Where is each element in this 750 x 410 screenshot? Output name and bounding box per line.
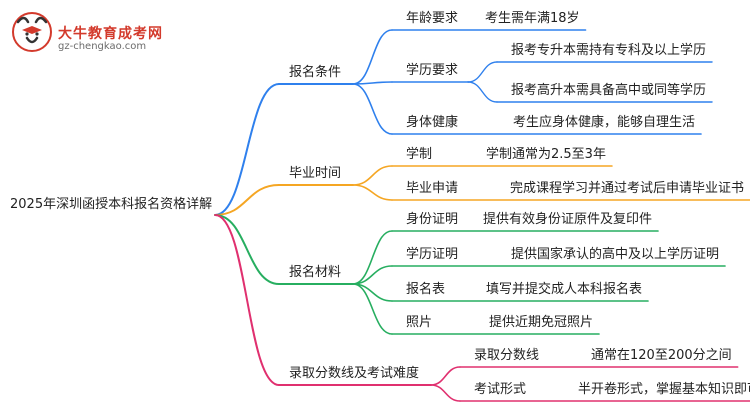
detail-2-3-0: 提供近期免冠照片: [489, 315, 594, 330]
connector-item-0-0: [352, 29, 393, 85]
item-label-0-2: 身体健康: [406, 115, 459, 130]
connector-item-0-1: [352, 81, 393, 85]
branch-label-3: 录取分数线及考试难度: [289, 366, 420, 381]
connector-item-2-3: [352, 283, 393, 335]
detail-3-0-0: 通常在120至200分之间: [591, 348, 732, 363]
detail-0-2-0: 考生应身体健康，能够自理生活: [513, 115, 696, 130]
connector-root-1: [214, 184, 280, 216]
connector-detail-0-1-1: [467, 81, 498, 103]
detail-1-1-0: 完成课程学习并通过考试后申请毕业证书: [510, 181, 745, 196]
detail-0-1-0: 报考专升本需持有专科及以上学历: [511, 43, 707, 58]
item-label-2-2: 报名表: [406, 282, 446, 297]
connector-root-0: [214, 83, 280, 216]
detail-2-0-0: 提供有效身份证原件及复印件: [483, 212, 653, 227]
connector-item-3-0: [430, 366, 461, 386]
item-label-0-1: 学历要求: [406, 63, 459, 78]
item-label-1-0: 学制: [406, 147, 433, 162]
item-label-3-0: 录取分数线: [474, 348, 540, 363]
item-label-2-0: 身份证明: [406, 212, 459, 227]
connector-item-2-0: [352, 230, 393, 285]
detail-0-1-1: 报考高升本需具备高中或同等学历: [511, 83, 707, 98]
detail-3-1-0: 半开卷形式，掌握基本知识即可: [578, 382, 750, 397]
item-label-2-3: 照片: [406, 315, 433, 330]
connector-item-1-1: [352, 184, 393, 201]
connector-item-2-1: [352, 265, 393, 285]
detail-0-0-0: 考生需年满18岁: [485, 11, 580, 26]
root-topic: 2025年深圳函授本科报名资格详解: [10, 197, 213, 212]
logo: 大牛教育成考网 gz-chengkao.com: [10, 10, 185, 56]
item-label-2-1: 学历证明: [406, 247, 459, 262]
connector-item-3-1: [430, 384, 461, 402]
item-label-1-1: 毕业申请: [406, 181, 459, 196]
detail-1-0-0: 学制通常为2.5至3年: [486, 147, 606, 162]
branch-label-0: 报名条件: [289, 65, 342, 80]
connector-detail-0-1-0: [467, 61, 498, 83]
item-label-0-0: 年龄要求: [406, 11, 459, 26]
detail-2-2-0: 填写并提交成人本科报名表: [486, 282, 643, 297]
detail-2-1-0: 提供国家承认的高中及以上学历证明: [511, 247, 720, 262]
logo-title: 大牛教育成考网: [58, 26, 163, 42]
item-label-3-1: 考试形式: [474, 382, 527, 397]
logo-url: gz-chengkao.com: [58, 41, 147, 52]
bull-mascot-icon: [12, 12, 52, 52]
connector-item-1-0: [352, 165, 393, 186]
branch-label-1: 毕业时间: [289, 166, 342, 181]
branch-label-2: 报名材料: [289, 265, 342, 280]
connector-item-0-2: [352, 83, 393, 135]
connector-root-3: [214, 214, 280, 386]
connector-root-2: [214, 214, 280, 285]
